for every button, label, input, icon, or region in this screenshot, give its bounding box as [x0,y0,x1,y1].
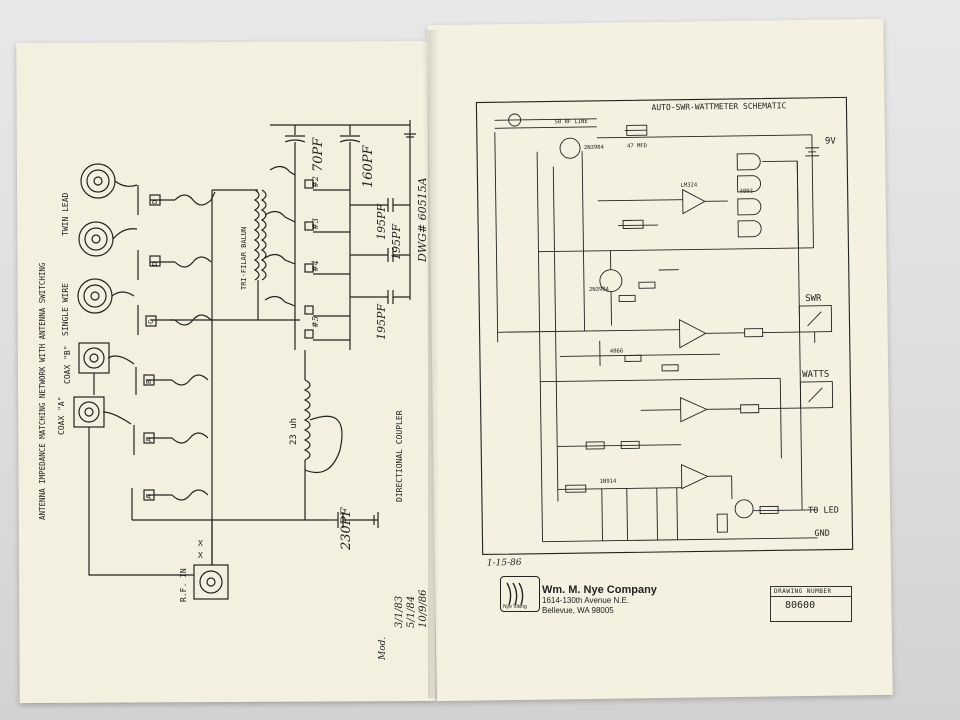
x-mark-1: X [198,539,203,548]
lm324-label: LM324 [681,182,698,188]
capacitor-230pf [330,512,379,528]
drawing-number: 80600 [785,600,816,611]
trifilar-balun [170,189,300,321]
variable-capacitor-160pf [339,125,361,175]
cap-195pf-label-3: 195PF [375,304,388,340]
transistor-label-mid: 2N3904 [589,287,610,293]
coupler-label: DIRECTIONAL COUPLER [395,410,404,502]
watts-label: WATTS [802,370,829,380]
dwg-number-label: DWG# 60515A [416,177,429,263]
ic-4066-label: 4066 [610,349,623,355]
fixed-capacitors [350,134,411,304]
switch-label-4: #4 [311,260,320,272]
coax-a-label: COAX "A" [57,396,66,435]
swr-label: SWR [805,294,822,304]
cap-47mfd-label: 47 MFD [627,143,647,149]
drawing-number-label: DRAWING NUMBER [771,587,851,597]
twin-lead-label: TWIN LEAD [61,192,70,236]
rf-line-label: 50 RF LINE [555,119,588,125]
variable-capacitor-70pf [284,125,306,165]
logo-wave-icon [506,582,524,606]
book-gutter [428,30,438,698]
company-address-2: Bellevue, WA 98005 [542,606,614,615]
logo-text: Nye Viking [503,604,527,610]
relay-contacts [131,185,175,520]
rf-in-label: R.F. IN [179,568,188,602]
inductor-23uh [303,350,343,520]
schematic-date: 1-15-86 [487,558,522,568]
left-title: ANTENNA IMPEDANCE MATCHING NETWORK WITH … [38,262,47,520]
battery-label: 9V [825,137,837,147]
schematic-title: AUTO-SWR-WATTMETER SCHEMATIC [651,101,786,112]
company-address-1: 1614-130th Avenue N.E. [542,596,630,605]
switch-label-5: #5 [311,316,320,328]
switch-label-3: #3 [311,218,320,230]
diode-label: 1N914 [600,479,617,485]
ic-4093-label: 4093 [740,189,753,195]
relay-a-label: A [145,437,153,442]
relay-c-label: C [147,320,155,324]
to-led-label: TO LED [808,506,839,516]
transistor-label-top: 2N3904 [584,145,605,151]
inductor-label: 23 uh [289,418,299,445]
rf-in-connector [193,564,229,600]
cap-70pf-label: 70PF [311,137,326,172]
cap-230pf-label: 230PF [339,506,354,551]
cap-160pf-label: 160PF [361,144,376,188]
nye-viking-logo: Nye Viking [500,576,540,612]
company-block: Wm. M. Nye Company 1614-130th Avenue N.E… [542,584,657,616]
rev-date-1: 3/1/83 [394,596,405,628]
balun-label: TRI-FILAR BALUN [240,227,248,290]
rev-label: Mod. [378,637,388,661]
drawing-number-box: DRAWING NUMBER 80600 [770,586,852,622]
schematic-frame [475,96,854,556]
cap-195pf-label-1: 195PF [375,204,388,240]
left-rotated-labels: ANTENNA IMPEDANCE MATCHING NETWORK WITH … [38,137,429,661]
switch-contacts [304,179,350,341]
relay-b-label: B [145,380,153,384]
x-mark-2: X [198,551,203,560]
company-name: Wm. M. Nye Company [542,584,657,596]
switch-label-1: #2 [311,176,320,188]
relay-a2-label: A [145,494,153,499]
rev-date-3: 10/9/86 [418,589,429,628]
rev-date-2: 5/1/84 [406,596,417,628]
coax-b-label: COAX "B" [63,345,72,384]
cap-195pf-label-2: 195PF [390,224,403,260]
relay-d2-label: D [151,262,159,266]
single-wire-label: SINGLE WIRE [61,283,70,336]
relay-d-label: D [151,200,159,204]
gnd-label: GND [814,529,829,539]
